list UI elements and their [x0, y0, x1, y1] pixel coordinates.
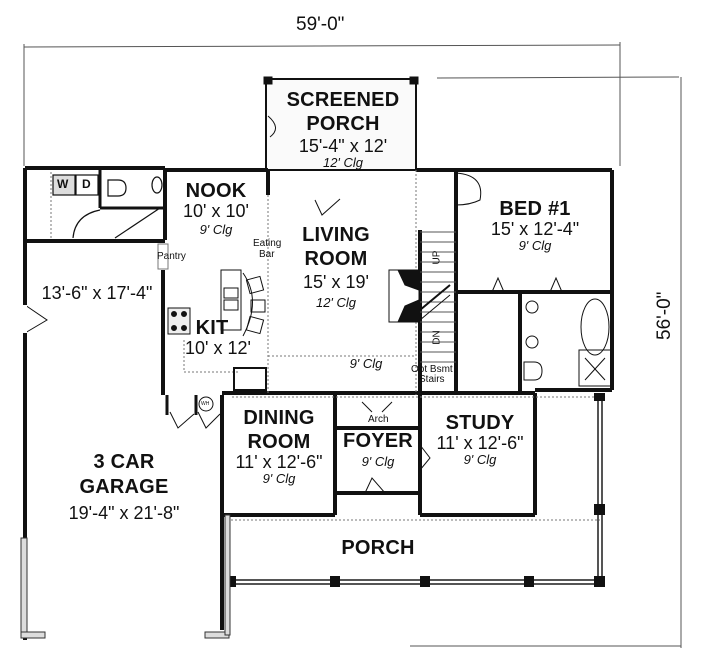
room-ceiling: 9' Clg: [262, 470, 296, 486]
room-name: STUDY: [445, 412, 515, 434]
stairs: [419, 231, 456, 363]
room-ceiling: 9' Clg: [518, 237, 552, 253]
room-screened-porch: SCREENED PORCH 15'-4" x 12' 12' Clg: [287, 90, 400, 170]
fireplace: [388, 269, 420, 323]
room-name: KIT: [195, 317, 229, 339]
utility-closets: [165, 395, 221, 429]
room-study: STUDY 11' x 12'-6" 9' Clg: [437, 413, 524, 467]
room-ceiling: 9' Clg: [463, 451, 497, 467]
garage-bay-size: 13'-6" x 17'-4": [41, 283, 153, 303]
foyer-doors: [361, 401, 431, 494]
room-ceiling: 9' Clg: [199, 221, 233, 237]
room-ceiling: 12' Clg: [315, 294, 357, 310]
room-name: FOYER: [343, 430, 413, 452]
dimension-lines: [23, 42, 682, 648]
room-bed-1: BED #1 15' x 12'-4" 9' Clg: [491, 199, 579, 253]
room-name: PORCH: [306, 113, 380, 135]
laundry-fixtures: [52, 170, 165, 239]
bed-door: [455, 172, 482, 206]
room-porch: PORCH: [341, 537, 415, 559]
room-name: SCREENED: [286, 89, 400, 111]
room-size: 15' x 19': [303, 272, 369, 292]
stairs-up-label: UP: [431, 250, 443, 265]
room-name: NOOK: [185, 180, 247, 202]
room-nook: NOOK 10' x 10' 9' Clg: [183, 181, 249, 237]
room-living-room: LIVING ROOM 15' x 19' 12' Clg: [302, 225, 370, 310]
garage-side-door: [24, 304, 48, 334]
room-foyer: FOYER 9' Clg: [343, 431, 413, 469]
room-size: 11' x 12'-6": [436, 433, 524, 453]
room-kitchen: KIT 10' x 12': [185, 318, 251, 358]
room-size: 15'-4" x 12': [298, 136, 388, 156]
room-size: 10' x 12': [185, 338, 251, 358]
room-size: 11' x 12'-6": [235, 452, 323, 472]
room-size: 15' x 12'-4": [490, 219, 580, 239]
overall-width-dimension: 59'-0": [296, 14, 345, 35]
stairs-down-label: DN: [431, 330, 443, 345]
overall-depth-dimension: 56'-0": [654, 291, 675, 340]
room-name: BED #1: [499, 198, 571, 220]
eating-bar-label-line2: Bar: [259, 249, 275, 260]
pantry-label: Pantry: [157, 251, 186, 262]
living-room-door: [314, 198, 341, 216]
room-name: ROOM: [304, 248, 368, 270]
room-size: 19'-4" x 21'-8": [68, 503, 180, 523]
arch-label: Arch: [368, 414, 389, 425]
water-heater-label: WH: [201, 401, 210, 407]
opt-bsmt-stairs-line1: Opt Bsmt: [411, 364, 453, 375]
screened-porch-walls: [263, 76, 419, 171]
room-name: DINING: [243, 407, 315, 429]
room-dining-room: DINING ROOM 11' x 12'-6" 9' Clg: [236, 408, 323, 486]
eating-bar-label-line1: Eating: [253, 238, 282, 249]
room-ceiling: 9' Clg: [361, 454, 395, 469]
dryer-label: D: [82, 177, 91, 191]
room-name: 3 CAR: [93, 451, 155, 473]
bath-fixtures: [491, 276, 612, 387]
room-name: LIVING: [302, 224, 370, 246]
porch-posts: [226, 393, 605, 587]
living-room-low-ceiling: 9' Clg: [349, 356, 383, 371]
kitchen-fixtures: [157, 243, 267, 391]
washer-label: W: [57, 177, 69, 191]
room-size: 10' x 10': [183, 201, 249, 221]
room-3-car-garage: 3 CAR GARAGE 19'-4" x 21'-8": [69, 452, 180, 523]
garage-piers: [20, 514, 231, 639]
room-name: ROOM: [247, 431, 311, 453]
front-porch: [230, 397, 603, 585]
opt-bsmt-stairs-line2: Stairs: [419, 374, 445, 385]
room-ceiling: 12' Clg: [322, 154, 364, 170]
room-name: GARAGE: [79, 476, 169, 498]
